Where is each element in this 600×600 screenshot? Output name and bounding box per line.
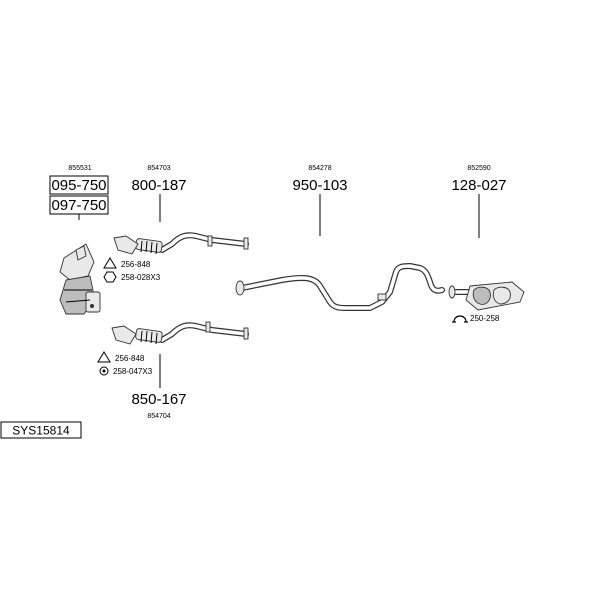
gasket-b-label: 256-848 (115, 354, 145, 363)
middle-pipe-number[interactable]: 950-103 (292, 177, 347, 194)
bolt-b-icon[interactable] (99, 366, 109, 376)
rear-silencer-number[interactable]: 128-027 (451, 177, 506, 194)
rear-silencer-part[interactable] (448, 281, 525, 311)
catalyst-part[interactable] (59, 243, 101, 315)
front-pipe-a-part[interactable] (113, 232, 249, 255)
diagram-code: SYS15814 (12, 424, 70, 438)
clamp-label: 250-258 (470, 314, 500, 323)
front-pipe-a-ref-label: 854703 (147, 165, 170, 172)
cat-ref-label: 855531 (68, 165, 91, 172)
front-pipe-b-ref-label: 854704 (147, 413, 170, 420)
gasket-b-icon[interactable] (97, 351, 111, 363)
bolt-a-icon[interactable] (103, 271, 117, 283)
rear-silencer-ref-label: 852590 (467, 165, 490, 172)
diagram-code-box: SYS15814 (0, 421, 82, 439)
front-pipe-a-number[interactable]: 800-187 (131, 177, 186, 194)
clamp-icon[interactable] (452, 315, 468, 323)
gasket-a-label: 256-848 (121, 260, 151, 269)
gasket-a-icon[interactable] (103, 257, 117, 269)
bolt-a-label: 258-028X3 (121, 273, 161, 282)
middle-pipe-part[interactable] (235, 263, 445, 311)
middle-pipe-ref-label: 854278 (308, 165, 331, 172)
bolt-b-label: 258-047X3 (113, 367, 153, 376)
cat-number-box-2[interactable]: 097-750 (49, 195, 109, 215)
front-pipe-b-part[interactable] (111, 321, 249, 345)
front-pipe-b-number[interactable]: 850-167 (131, 391, 186, 408)
cat-number-2: 097-750 (51, 197, 106, 214)
cat-number-box-1[interactable]: 095-750 (49, 175, 109, 195)
cat-number-1: 095-750 (51, 177, 106, 194)
